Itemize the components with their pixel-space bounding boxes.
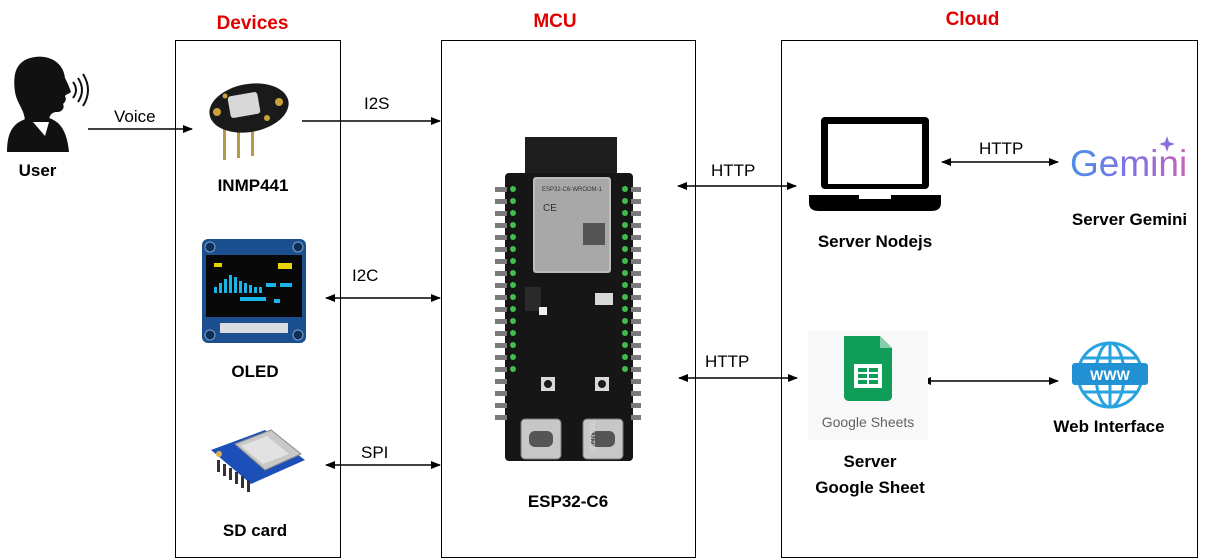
google-sheets-logo: Google Sheets xyxy=(808,330,928,440)
module-text: ESP32-C6-WROOM-1 xyxy=(542,187,603,193)
mcu-title: MCU xyxy=(533,11,577,32)
gemini-logo-text: Gemini xyxy=(1070,143,1187,184)
devices-title: Devices xyxy=(216,13,289,34)
i2s-label: I2S xyxy=(364,94,390,113)
server-sheet-label-line1: Server xyxy=(843,452,897,471)
web-interface-label: Web Interface xyxy=(1053,417,1165,436)
i2c-label: I2C xyxy=(352,266,379,285)
oled-label: OLED xyxy=(231,362,279,381)
gemini-logo: Gemini xyxy=(1070,136,1187,184)
server-nodejs-label: Server Nodejs xyxy=(817,232,933,251)
laptop-icon xyxy=(809,117,941,211)
cloud-title: Cloud xyxy=(945,9,1000,30)
http-mcu-sheet-label: HTTP xyxy=(705,352,750,371)
esp32-label: ESP32-C6 xyxy=(527,492,609,511)
sd-card-image xyxy=(211,429,305,492)
www-text: WWW xyxy=(1090,367,1130,383)
server-sheet-label-line2: Google Sheet xyxy=(815,478,925,497)
voice-label: Voice xyxy=(114,107,156,126)
sd-card-label: SD card xyxy=(222,521,288,540)
spi-label: SPI xyxy=(361,443,389,462)
esp32-c6-board-image: ESP32-C6-WROOM-1 CE OSZNTEC xyxy=(495,137,641,461)
user-label: User xyxy=(18,161,57,180)
inmp441-image xyxy=(209,83,289,160)
http-node-gemini-label: HTTP xyxy=(979,139,1024,158)
server-gemini-label: Server Gemini xyxy=(1071,210,1188,229)
http-mcu-node-label: HTTP xyxy=(711,161,756,180)
brand-text: OSZNTEC xyxy=(590,420,597,453)
oled-image xyxy=(202,239,306,343)
www-globe-icon: WWW xyxy=(1072,341,1148,409)
inmp441-label: INMP441 xyxy=(217,176,289,195)
google-sheets-logo-text: Google Sheets xyxy=(822,414,915,430)
svg-text:CE: CE xyxy=(543,203,557,214)
user-icon xyxy=(7,56,89,152)
